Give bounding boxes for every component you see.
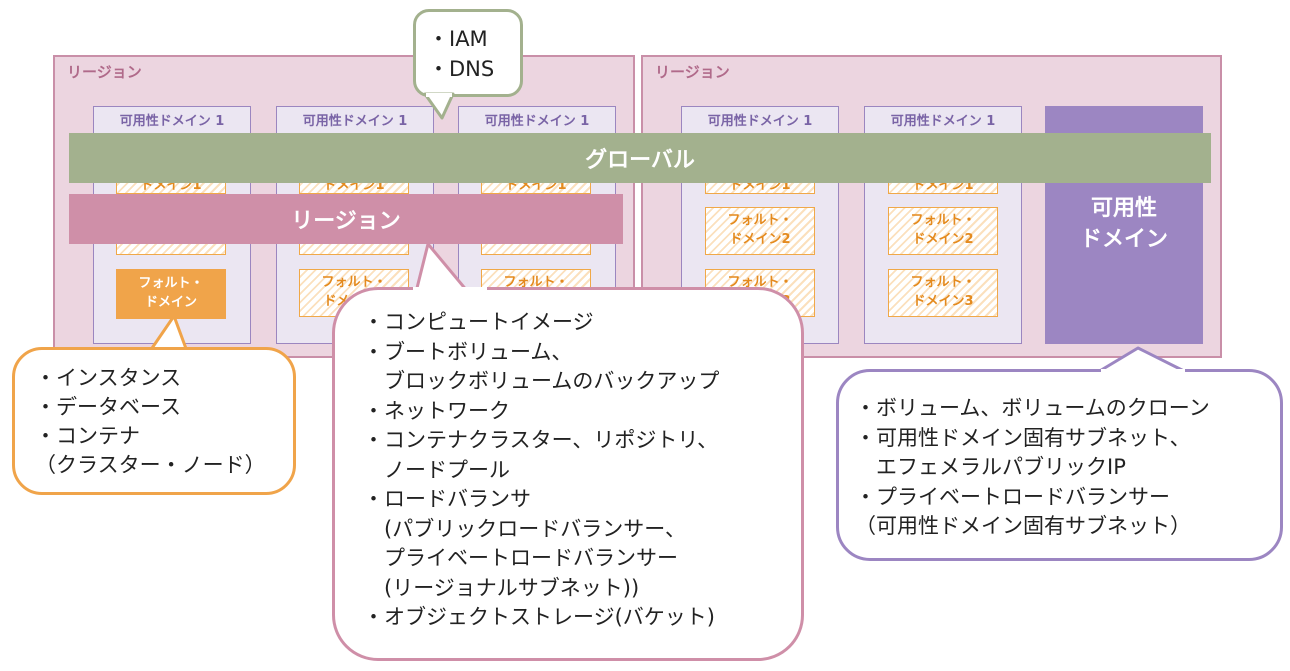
fault-domain-label: フォルト・ ドメイン2 <box>727 213 793 247</box>
callout-item: ・インスタンス <box>35 366 182 390</box>
region-band-label: リージョン <box>291 209 401 234</box>
availability-domain-label: 可用性ドメイン 1 <box>707 114 813 129</box>
callout-item: プライベートロードバランサー <box>363 546 678 570</box>
callout-item: ・IAM <box>428 27 488 51</box>
callout-item: ブロックボリュームのバックアップ <box>363 369 720 393</box>
availability-domain-band-label: 可用性 ドメイン <box>1079 196 1168 252</box>
availability-domain-label: 可用性ドメイン 1 <box>890 114 996 129</box>
callout-item: ノードプール <box>363 457 510 482</box>
availability-domain-label: 可用性ドメイン 1 <box>484 114 590 129</box>
region-label: リージョン <box>67 63 142 81</box>
fault-domain-box: フォルト・ ドメイン2 <box>888 207 998 255</box>
callout-item: ・可用性ドメイン固有サブネット、 <box>855 425 1191 450</box>
callout-item: (パブリックロードバランサー、 <box>363 516 686 541</box>
callout-item: （クラスター・ノード） <box>35 453 266 477</box>
callout-item: ・プライベートロードバランサー <box>855 484 1170 509</box>
availability-domain-label: 可用性ドメイン 1 <box>302 114 408 129</box>
fault-domain-label: フォルト・ ドメイン2 <box>910 213 976 247</box>
fault-domain-callout: ・インスタンス ・データベース ・コンテナ （クラスター・ノード） <box>12 347 296 495</box>
callout-item: ・ネットワーク <box>363 398 510 423</box>
callout-item: ・ブートボリューム、 <box>363 339 573 364</box>
callout-item: ・コンテナ <box>35 424 140 448</box>
callout-item: (リージョナルサブネット)) <box>363 575 640 600</box>
region-band: リージョン <box>69 194 623 244</box>
fault-domain-box: フォルト・ ドメイン3 <box>888 269 998 317</box>
global-callout-tail <box>423 92 455 120</box>
callout-item: ・DNS <box>428 57 495 81</box>
global-band-label: グローバル <box>585 148 695 173</box>
fault-domain-label: フォルト・ ドメイン3 <box>910 275 976 309</box>
fault-domain-highlight: フォルト・ ドメイン <box>116 269 226 319</box>
callout-item: ・ボリューム、ボリュームのクローン <box>855 396 1210 420</box>
callout-item: ・コンテナクラスター、リポジトリ、 <box>363 428 719 452</box>
fault-domain-label: フォルト・ ドメイン <box>138 276 204 310</box>
global-callout: ・IAM ・DNS <box>413 9 523 97</box>
region-callout: ・コンピュートイメージ ・ブートボリューム、 ブロックボリュームのバックアップ … <box>332 287 804 661</box>
availability-domain-label: 可用性ドメイン 1 <box>119 114 225 129</box>
availability-domain-callout: ・ボリューム、ボリュームのクローン ・可用性ドメイン固有サブネット、 エフェメラ… <box>836 369 1283 561</box>
region-label: リージョン <box>655 63 730 81</box>
callout-item: エフェメラルパブリックIP <box>855 455 1126 479</box>
ad-callout-tail-joint <box>1101 369 1185 375</box>
callout-item: ・オブジェクトストレージ(バケット) <box>363 605 715 629</box>
callout-item: ・ロードバランサ <box>363 487 531 511</box>
fault-domain-box: フォルト・ ドメイン2 <box>705 207 815 255</box>
global-band: グローバル <box>69 133 1211 183</box>
region-callout-tail-joint <box>413 287 487 293</box>
callout-item: ・データベース <box>35 395 181 419</box>
callout-item: （可用性ドメイン固有サブネット） <box>855 514 1191 538</box>
callout-item: ・コンピュートイメージ <box>363 310 594 334</box>
